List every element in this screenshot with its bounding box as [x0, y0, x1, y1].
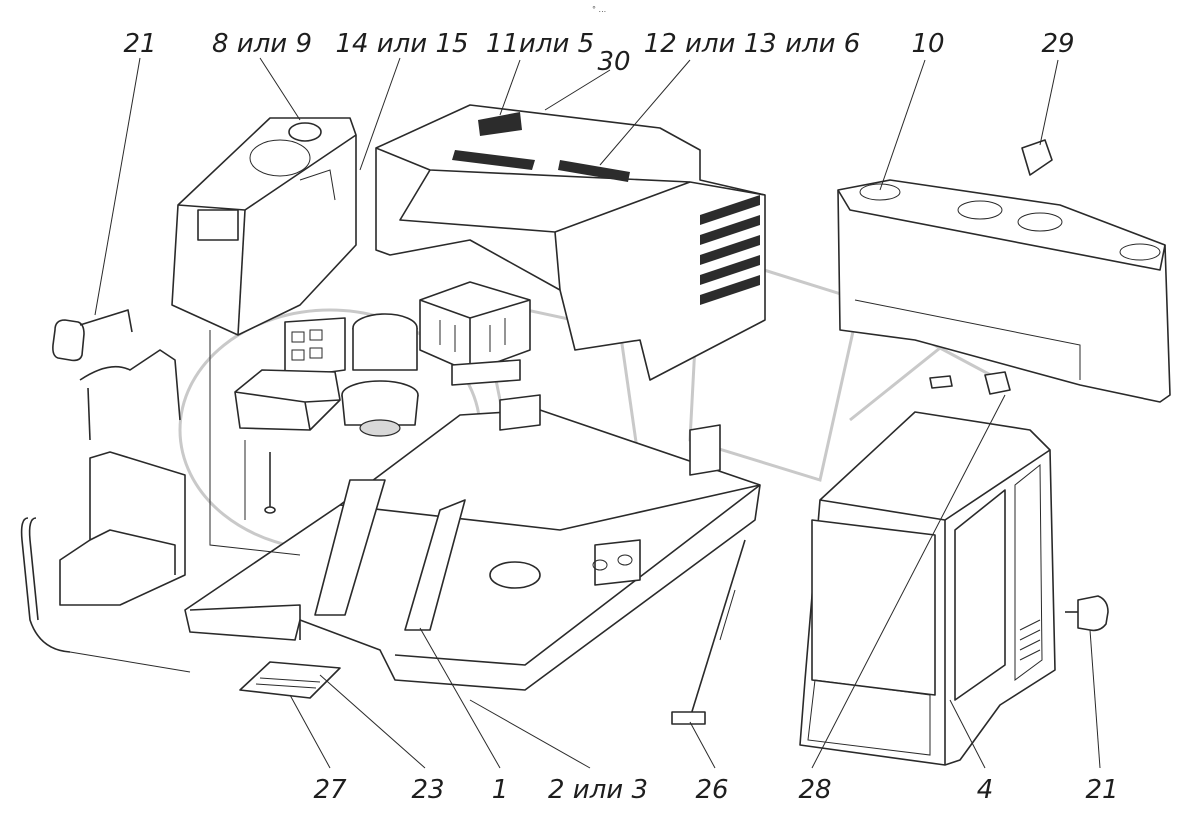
label-21-bottom: 21 [1085, 775, 1118, 805]
label-14-or-15: 14 или 15 [335, 29, 468, 59]
rear-mirror-left [52, 309, 133, 362]
electrical-panel [284, 317, 346, 379]
control-valve [419, 281, 531, 386]
leader-lines [69, 57, 1101, 769]
step-plate [239, 661, 341, 699]
label-12-or-13-or-6: 12 или 13 или 6 [644, 29, 861, 59]
fuel-tank [171, 117, 357, 336]
operator-seat [59, 451, 186, 606]
label-28: 28 [798, 775, 831, 805]
label-21-top: 21 [123, 29, 156, 59]
label-27: 27 [313, 775, 347, 805]
small-mark: ° ... [592, 5, 606, 14]
label-2-or-3: 2 или 3 [548, 775, 648, 805]
upper-frame [184, 394, 761, 691]
handrail [20, 349, 181, 653]
label-26: 26 [695, 775, 728, 805]
label-29: 29 [1041, 29, 1074, 59]
radiator-grille [700, 195, 760, 305]
label-10: 10 [911, 29, 944, 59]
part-28-bracket [929, 371, 1011, 395]
label-4: 4 [977, 775, 994, 805]
lever-arm [671, 539, 746, 725]
top-labels: 21 8 или 9 14 или 15 11или 5 30 12 или 1… [123, 29, 1074, 77]
bottom-labels: 27 23 1 2 или 3 26 28 4 21 [313, 775, 1118, 805]
part-29-bracket [1021, 139, 1053, 176]
counterweight [837, 179, 1171, 403]
label-8-or-9: 8 или 9 [212, 29, 312, 59]
label-30: 30 [597, 47, 630, 77]
engine-hood [375, 104, 766, 381]
wrench-tool [264, 452, 276, 514]
battery-box [234, 369, 341, 431]
operator-cab [799, 411, 1056, 766]
label-11-or-5: 11или 5 [486, 29, 594, 59]
swing-motor [341, 313, 419, 437]
label-1: 1 [492, 775, 509, 805]
label-23: 23 [411, 775, 444, 805]
rear-mirror-right [1065, 595, 1109, 632]
